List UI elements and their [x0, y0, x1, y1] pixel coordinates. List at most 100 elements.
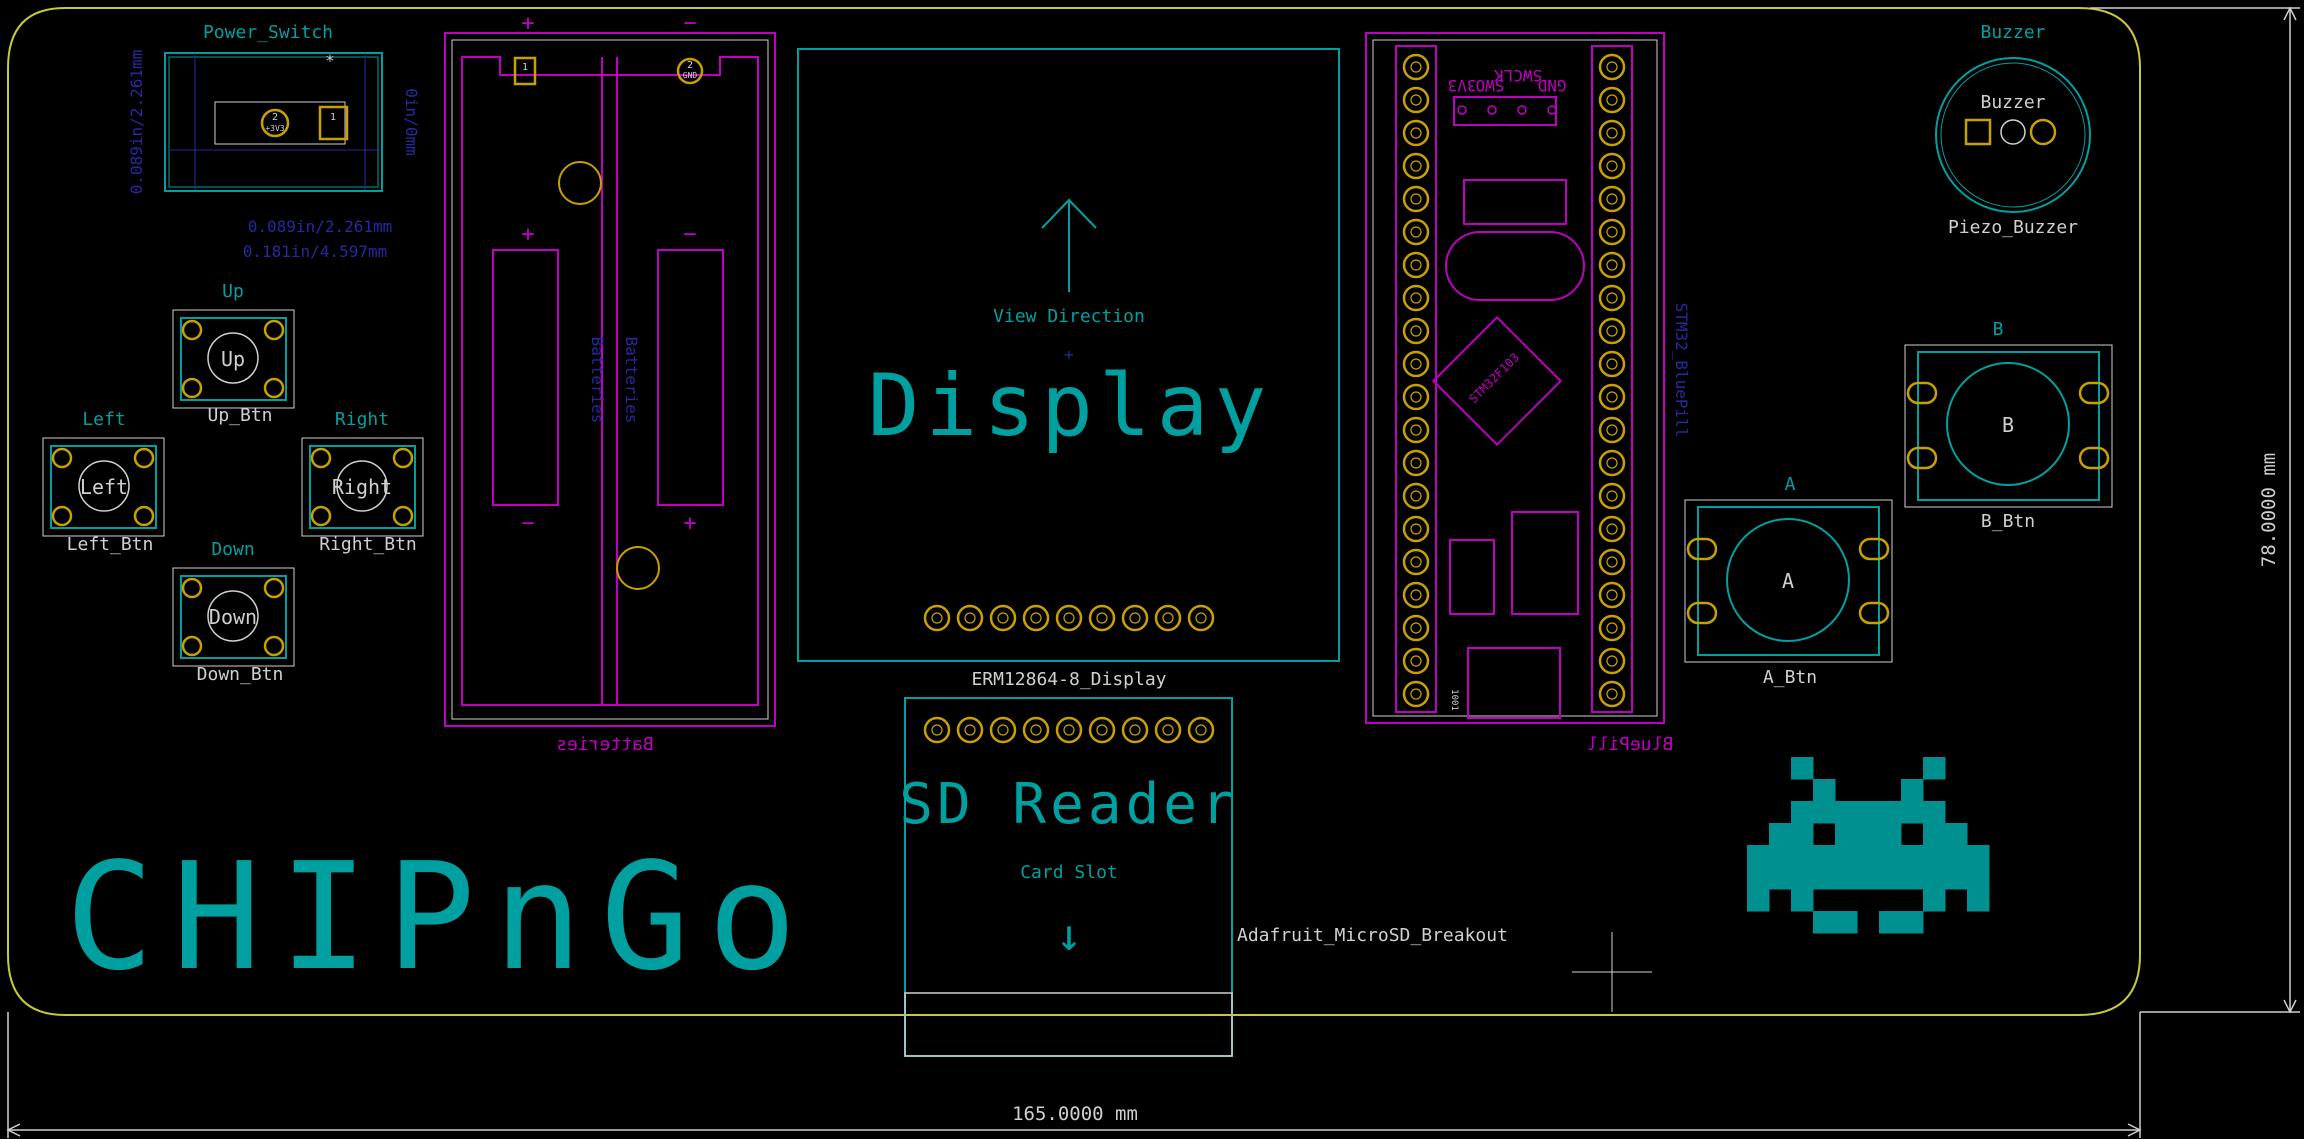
bluepill-pin [1598, 581, 1626, 609]
bluepill-pin-hole [1606, 457, 1618, 469]
dimension-width [6, 1012, 2142, 1138]
bluepill-pin-hole [1606, 589, 1618, 601]
bluepill-pin [1402, 416, 1430, 444]
display-pin [1187, 604, 1215, 632]
invader-pixel [1857, 823, 1880, 846]
display-pin [1088, 604, 1116, 632]
invader-pixel [1879, 801, 1902, 824]
bluepill-pin [1402, 317, 1430, 345]
invader-pixel [1923, 757, 1946, 780]
left-button-footprint [42, 437, 165, 537]
display-label: Display [868, 356, 1272, 456]
bluepill-pin-hole [1606, 391, 1618, 403]
display-view-direction: View Direction [993, 306, 1145, 327]
right-button-label: Right [332, 475, 392, 499]
sd-pin-hole [1129, 724, 1141, 736]
power-switch [164, 52, 383, 192]
power-switch-dim-v1: 0.089in/2.261mm [127, 50, 146, 195]
battery-plus-inner: + [521, 222, 534, 247]
battery-pad2-net: GND [683, 71, 698, 80]
battery-minus-bottom: − [521, 511, 534, 536]
bluepill-pin [1598, 53, 1626, 81]
swd-pin [1487, 105, 1497, 115]
bluepill-pin-hole [1606, 556, 1618, 568]
bluepill-pin-label-swclk: SWCLK [1494, 66, 1543, 85]
sd-reader-ref: Adafruit_MicroSD_Breakout [1237, 925, 1508, 946]
battery-ref: Batteries [556, 734, 654, 755]
bluepill-pin [1598, 86, 1626, 114]
bluepill-pin-hole [1410, 655, 1422, 667]
invader-pixel [1835, 867, 1858, 890]
board-title: CHIPnGo [65, 831, 815, 1003]
down-button-footprint [172, 567, 295, 667]
invader-pixel [1769, 845, 1792, 868]
bluepill-pin-hole [1410, 325, 1422, 337]
bluepill-pin-hole [1410, 490, 1422, 502]
invader-pixel [1857, 867, 1880, 890]
right-button-title: Right [335, 409, 389, 430]
bluepill-pin-hole [1606, 622, 1618, 634]
display-center-mark: + [1064, 345, 1074, 364]
bluepill-side-label: STM32_BluePill [1672, 303, 1691, 438]
bluepill-pin [1402, 119, 1430, 147]
bluepill-pin-hole [1410, 61, 1422, 73]
left-button-ref: Left_Btn [67, 534, 154, 555]
sd-pin-hole [1030, 724, 1042, 736]
bluepill-pin-hole [1410, 688, 1422, 700]
sd-pin-hole [964, 724, 976, 736]
bluepill-pin-hole [1606, 61, 1618, 73]
invader-pixel [1967, 889, 1990, 912]
sd-pin [1187, 716, 1215, 744]
invader-pixel [1945, 867, 1968, 890]
sd-card-slot: Card Slot [1020, 862, 1118, 883]
sd-pin-hole [931, 724, 943, 736]
invader-pixel [1901, 801, 1924, 824]
bluepill-pin-hole [1410, 94, 1422, 106]
bluepill-pin-hole [1410, 523, 1422, 535]
bluepill-pin [1598, 251, 1626, 279]
bluepill-pin [1402, 251, 1430, 279]
power-switch-pad1: 1 [330, 112, 336, 123]
battery-pad2: 2 [687, 60, 693, 71]
sd-pin [1055, 716, 1083, 744]
bluepill-pin-hole [1606, 193, 1618, 205]
display-pin-hole [1129, 612, 1141, 624]
sd-pin-hole [1195, 724, 1207, 736]
sd-pin-hole [1063, 724, 1075, 736]
display-pin-hole [964, 612, 976, 624]
up-button-label: Up [221, 347, 245, 371]
down-button-ref: Down_Btn [197, 664, 284, 685]
bluepill-pin-label-swo: SWO [1476, 76, 1505, 95]
swd-pin [1457, 105, 1467, 115]
dimension-height [2090, 6, 2300, 1014]
b-button-label: B [2002, 413, 2014, 437]
bluepill-pin-hole [1606, 127, 1618, 139]
bluepill-pin-hole [1606, 94, 1618, 106]
battery-minus-inner: − [683, 222, 696, 247]
a-button-footprint [1684, 499, 1893, 663]
display-pins [923, 604, 1215, 632]
sd-pins [923, 716, 1215, 744]
left-button-title: Left [82, 409, 125, 430]
bluepill-pin-hole [1606, 292, 1618, 304]
bluepill-pin [1598, 284, 1626, 312]
bluepill-pin-hole [1410, 556, 1422, 568]
invader-pixel [1901, 845, 1924, 868]
invader-pixel [1945, 823, 1968, 846]
display-pin [1121, 604, 1149, 632]
bluepill-pin-hole [1410, 457, 1422, 469]
battery-pad1: 1 [522, 62, 528, 73]
sd-pin-hole [1162, 724, 1174, 736]
battery-minus-top-right: − [683, 11, 696, 36]
invader-pixel [1835, 801, 1858, 824]
invader-pixel [1813, 801, 1836, 824]
origin-marker [1572, 932, 1652, 1012]
bluepill-pin-hole [1606, 358, 1618, 370]
bluepill-pin [1402, 185, 1430, 213]
buzzer-title: Buzzer [1980, 22, 2045, 43]
bluepill-pin [1598, 218, 1626, 246]
sd-pin [989, 716, 1017, 744]
bluepill-pin [1598, 449, 1626, 477]
bluepill-pin [1402, 581, 1430, 609]
right-button-footprint [301, 437, 424, 537]
